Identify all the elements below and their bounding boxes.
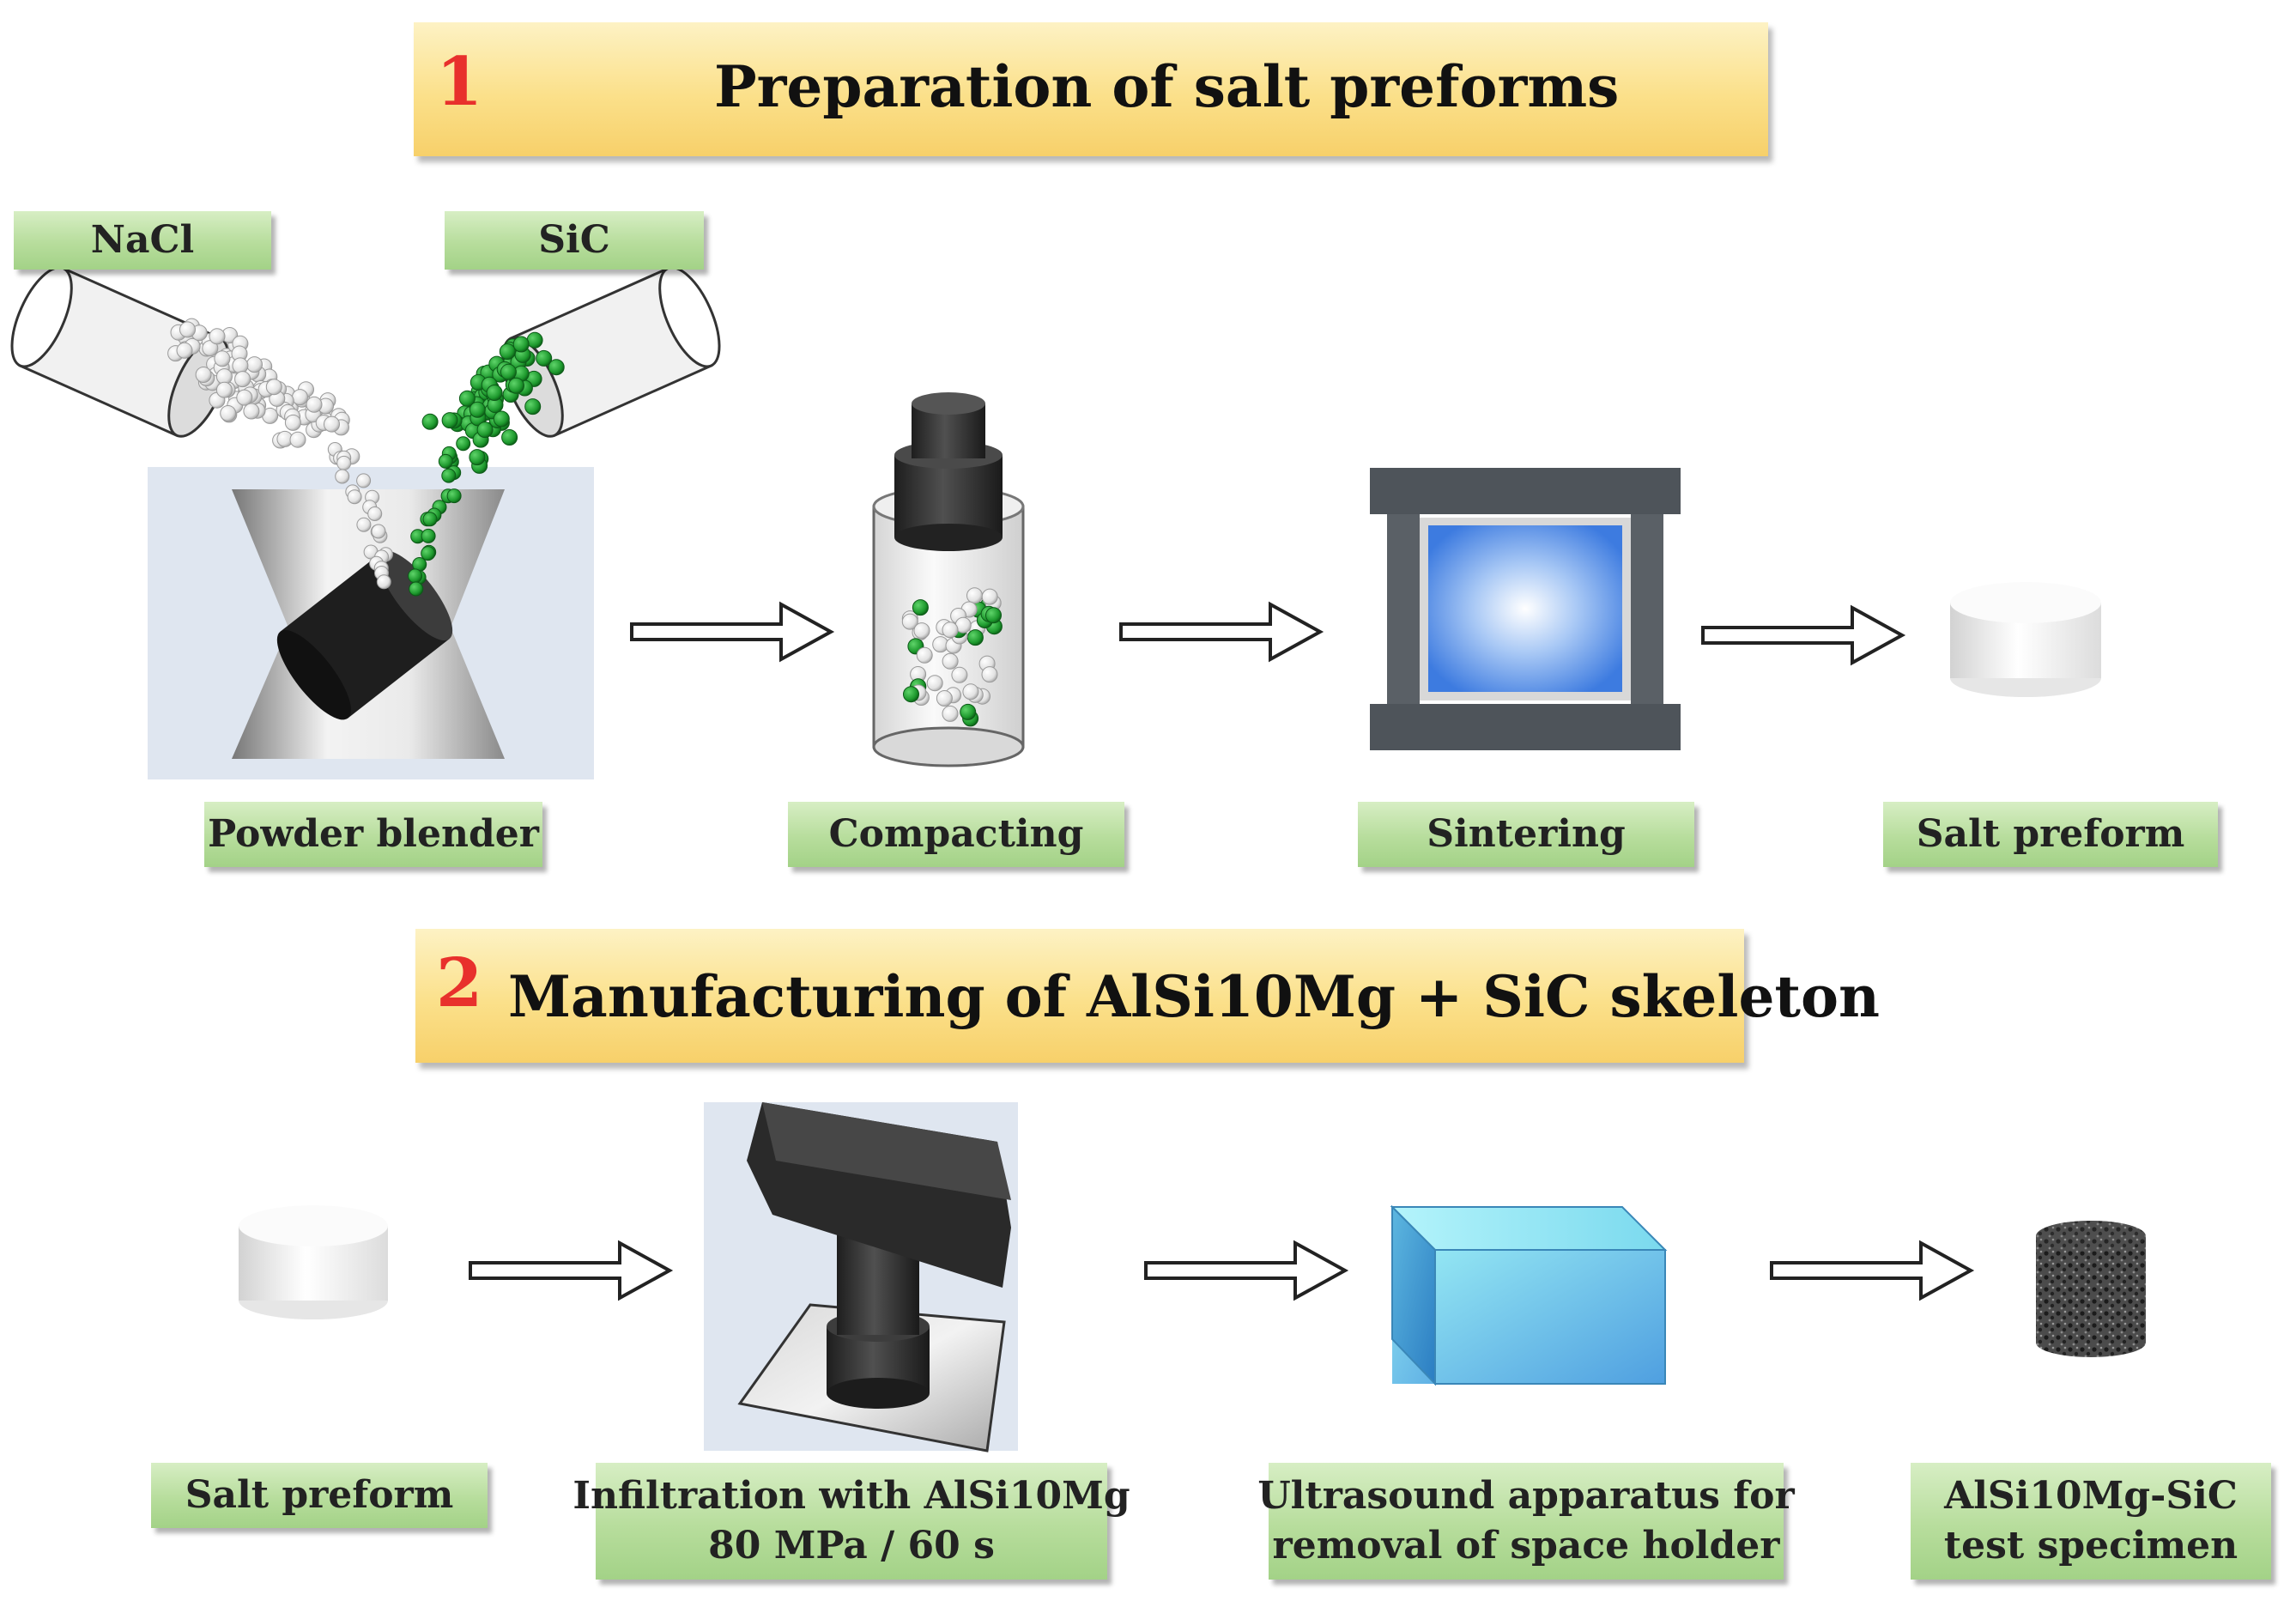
sic-label-text: SiC [538,218,610,262]
nacl-label-text: NaCl [90,218,195,262]
powder-particles [167,318,565,597]
arrow-ultrasound-to-specimen [1770,1241,1972,1300]
sintering-furnace-illustration [1370,468,1681,750]
salt-preform-label: Salt preform [1883,802,2218,867]
infiltration-label-line1: Infiltration with AlSi10Mg [572,1474,1130,1518]
compacting-label-text: Compacting [828,812,1084,856]
salt-preform-label-2: Salt preform [151,1463,488,1528]
ultrasound-box-illustration [1390,1204,1668,1386]
salt-preform-label-text: Salt preform [1916,812,2185,856]
arrow-sintering-to-preform [1701,606,1904,664]
specimen-label-line1: AlSi10Mg-SiC [1944,1474,2238,1518]
test-specimen-illustration [2036,1221,2146,1357]
salt-preform-label-2-text: Salt preform [185,1473,454,1517]
arrow-compacting-to-sintering [1119,603,1322,661]
arrow-preform-to-infiltration [469,1241,671,1300]
sic-label: SiC [445,211,704,270]
step1-banner: 1 Preparation of salt preforms [414,22,1768,156]
salt-preform-illustration [1950,582,2101,697]
step2-title: Manufacturing of AlSi10Mg + SiC skeleton [508,963,1880,1030]
compacting-die-illustration [872,392,1025,767]
powder-blender-illustration [148,467,594,779]
step2-number: 2 [436,944,483,1022]
salt-preform-illustration-2 [239,1205,388,1319]
step1-title: Preparation of salt preforms [714,53,1620,120]
nacl-label: NaCl [14,211,271,270]
ultrasound-label: Ultrasound apparatus for removal of spac… [1257,1463,1795,1580]
sintering-label: Sintering [1358,802,1694,867]
infiltration-label: Infiltration with AlSi10Mg 80 MPa / 60 s [572,1463,1130,1580]
specimen-label-line2: test specimen [1943,1524,2238,1568]
compacting-label: Compacting [788,802,1124,867]
arrow-blender-to-compacting [630,603,833,661]
powder-blender-label-text: Powder blender [208,812,539,856]
specimen-label: AlSi10Mg-SiC test specimen [1911,1463,2271,1580]
ultrasound-label-line2: removal of space holder [1272,1524,1780,1568]
infiltration-label-line2: 80 MPa / 60 s [708,1524,995,1568]
step2-banner: 2 Manufacturing of AlSi10Mg + SiC skelet… [415,929,1880,1063]
powder-blender-label: Powder blender [204,802,542,867]
arrow-infiltration-to-ultrasound [1144,1241,1347,1300]
step1-number: 1 [436,43,483,121]
infiltration-press-illustration [704,1102,1018,1452]
ultrasound-label-line1: Ultrasound apparatus for [1257,1474,1795,1518]
sintering-label-text: Sintering [1427,812,1626,856]
